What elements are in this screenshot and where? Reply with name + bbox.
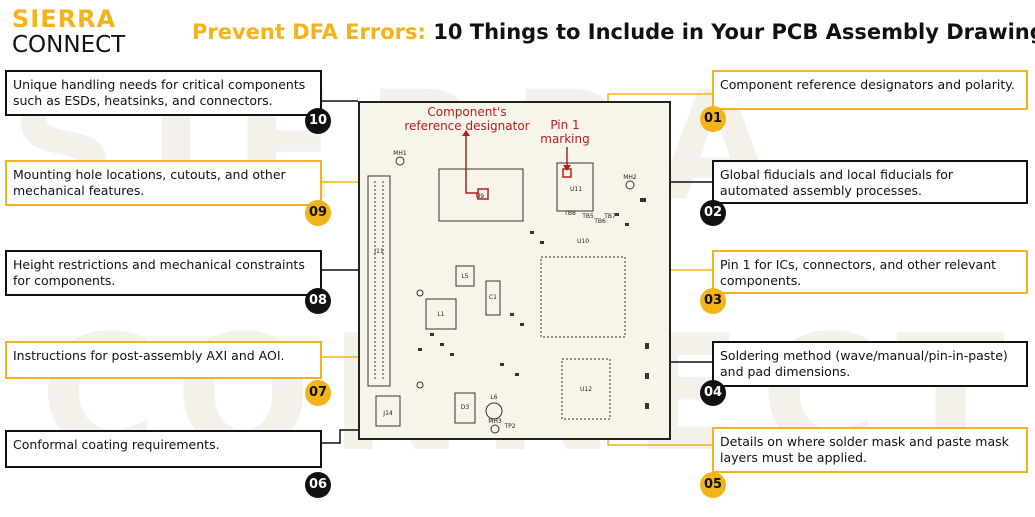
designator-tp2: TP2 (503, 423, 515, 430)
capacitor-c1 (485, 280, 501, 316)
designator-mh1: MH1 (393, 150, 407, 157)
page-title: Prevent DFA Errors: 10 Things to Include… (192, 20, 1035, 44)
inductor-l5 (455, 265, 475, 287)
ic-u9 (438, 168, 524, 222)
badge-05: 05 (700, 472, 726, 498)
badge-07: 07 (305, 380, 331, 406)
badge-04: 04 (700, 380, 726, 406)
bga-u10 (540, 256, 626, 338)
mounting-hole-mh2 (625, 180, 635, 190)
badge-10: 10 (305, 108, 331, 134)
connector-j11 (367, 175, 391, 387)
callout-01-text: Component reference designators and pola… (720, 77, 1015, 92)
callout-04: Soldering method (wave/manual/pin-in-pas… (712, 341, 1028, 387)
callout-04-text: Soldering method (wave/manual/pin-in-pas… (720, 348, 1008, 379)
ic-u12 (561, 358, 611, 420)
callout-06-text: Conformal coating requirements. (13, 437, 220, 452)
callout-06: Conformal coating requirements. (5, 430, 322, 468)
designator-mh3: MH3 (488, 418, 502, 425)
connector-05 (607, 440, 712, 446)
callout-03: Pin 1 for ICs, connectors, and other rel… (712, 250, 1028, 294)
diode-d3 (454, 392, 476, 424)
logo-line-2: CONNECT (12, 32, 126, 58)
title-highlight: Prevent DFA Errors: (192, 20, 426, 44)
logo-line-1: SIERRA (12, 5, 117, 33)
callout-09-text: Mounting hole locations, cutouts, and ot… (13, 167, 286, 198)
callout-07-text: Instructions for post-assembly AXI and A… (13, 348, 285, 363)
callout-05: Details on where solder mask and paste m… (712, 427, 1028, 473)
designator-tb5: TB5 (581, 213, 594, 220)
designator-c1: C1 (489, 294, 497, 301)
designator-j11: J11 (373, 248, 384, 255)
callout-02: Global fiducials and local fiducials for… (712, 160, 1028, 204)
title-rest: 10 Things to Include in Your PCB Assembl… (433, 20, 1035, 44)
designator-l6: L6 (490, 394, 497, 401)
connector-01 (607, 93, 712, 101)
badge-08: 08 (305, 288, 331, 314)
designator-l5: L5 (461, 273, 468, 280)
callout-08: Height restrictions and mechanical const… (5, 250, 322, 296)
designator-u10: U10 (577, 238, 589, 245)
board-annotation-markers (462, 130, 572, 200)
badge-03: 03 (700, 288, 726, 314)
label-pin1-marking: Pin 1 marking (540, 118, 590, 146)
designator-l1: L1 (437, 311, 444, 318)
mounting-hole-mh1 (395, 156, 405, 166)
inductor-l1 (425, 298, 457, 330)
connector-j14 (375, 395, 401, 427)
designator-tb8: TB8 (563, 210, 576, 217)
designator-u11: U11 (570, 186, 582, 193)
callout-10-text: Unique handling needs for critical compo… (13, 77, 306, 108)
callout-10: Unique handling needs for critical compo… (5, 70, 322, 116)
designator-u12: U12 (580, 386, 592, 393)
callout-01: Component reference designators and pola… (712, 70, 1028, 110)
designator-u9: U9 (476, 193, 484, 200)
callout-08-text: Height restrictions and mechanical const… (13, 257, 305, 288)
badge-01: 01 (700, 106, 726, 132)
badge-09: 09 (305, 200, 331, 226)
callout-05-text: Details on where solder mask and paste m… (720, 434, 1009, 465)
ic-u11 (556, 162, 594, 212)
label-reference-designator: Component's reference designator (404, 105, 530, 133)
callout-03-text: Pin 1 for ICs, connectors, and other rel… (720, 257, 997, 288)
connector-06 (320, 429, 358, 444)
callout-02-text: Global fiducials and local fiducials for… (720, 167, 954, 198)
badge-06: 06 (305, 472, 331, 498)
mounting-hole-mh3 (490, 424, 500, 434)
designator-j14: J14 (382, 410, 393, 417)
callout-07: Instructions for post-assembly AXI and A… (5, 341, 322, 379)
designator-d3: D3 (461, 404, 470, 411)
designator-mh2: MH2 (623, 174, 637, 181)
badge-02: 02 (700, 200, 726, 226)
designator-tb6: TB6 (593, 218, 606, 225)
sierra-connect-logo: SIERRA CONNECT (12, 6, 152, 58)
designator-tb7: TB7 (603, 213, 616, 220)
callout-09: Mounting hole locations, cutouts, and ot… (5, 160, 322, 206)
inductor-l6 (485, 402, 503, 420)
